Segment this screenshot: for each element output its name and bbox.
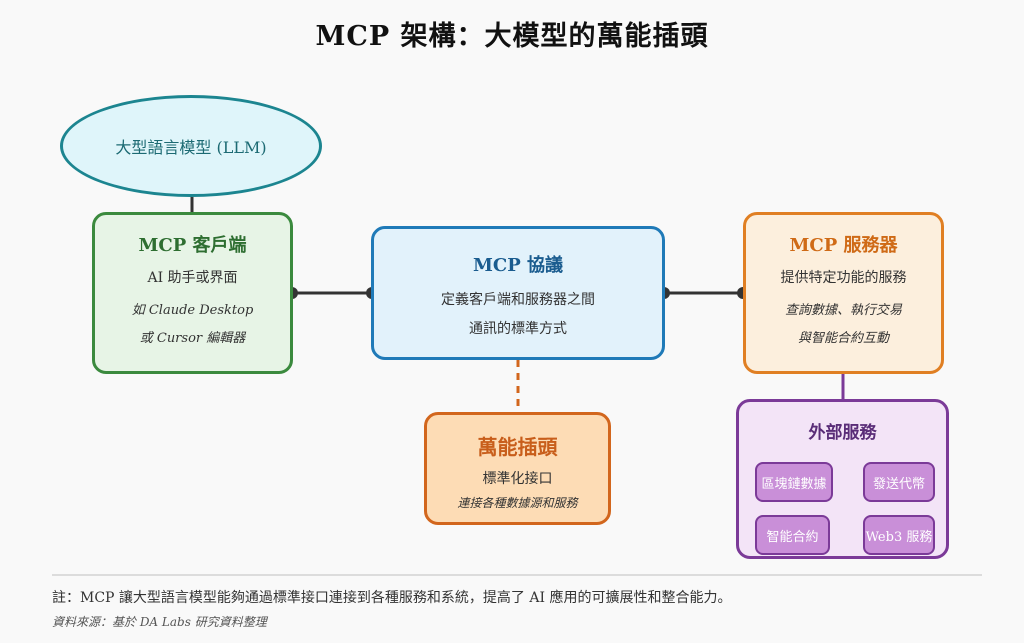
client-example-line2: 或 Cursor 編輯器 [139, 331, 246, 346]
client-heading: MCP 客戶端 [138, 235, 247, 256]
server-example-line2: 與智能合約互動 [797, 331, 889, 346]
footer-note: 註：MCP 讓大型語言模型能夠通過標準接口連接到各種服務和系統，提高了 AI 應… [52, 590, 732, 606]
llm-node: 大型語言模型 (LLM) [60, 95, 322, 197]
external-heading: 外部服務 [808, 423, 877, 443]
external-service-chip: 智能合約 [755, 515, 830, 555]
footer-source: 資料來源：基於 DA Labs 研究資料整理 [52, 615, 267, 629]
universal-plug-box: 萬能插頭 標準化接口 連接各種數據源和服務 [424, 412, 611, 525]
diagram-title: MCP 架構：大模型的萬能插頭 [315, 21, 709, 52]
llm-label: 大型語言模型 (LLM) [115, 138, 267, 157]
protocol-heading: MCP 協議 [472, 255, 564, 276]
external-service-chip: 區塊鏈數據 [755, 462, 833, 502]
external-service-chip: 發送代幣 [863, 462, 935, 502]
external-services-box: 外部服務 區塊鏈數據 發送代幣 智能合約 Web3 服務 [736, 399, 949, 559]
plug-subtitle: 標準化接口 [482, 471, 553, 487]
protocol-line1: 定義客戶端和服務器之間 [441, 292, 595, 308]
server-heading: MCP 服務器 [789, 235, 898, 256]
plug-detail: 連接各種數據源和服務 [457, 496, 578, 510]
client-subtitle: AI 助手或界面 [147, 270, 238, 286]
mcp-server-box: MCP 服務器 提供特定功能的服務 查詢數據、執行交易 與智能合約互動 [743, 212, 944, 374]
plug-heading: 萬能插頭 [477, 435, 558, 459]
footer-divider [52, 574, 982, 576]
client-example-line1: 如 Claude Desktop [131, 303, 254, 318]
server-example-line1: 查詢數據、執行交易 [784, 303, 902, 318]
external-service-chip: Web3 服務 [863, 515, 935, 555]
mcp-client-box: MCP 客戶端 AI 助手或界面 如 Claude Desktop 或 Curs… [92, 212, 293, 374]
server-subtitle: 提供特定功能的服務 [780, 270, 907, 286]
protocol-line2: 通訊的標準方式 [469, 321, 567, 337]
mcp-protocol-box: MCP 協議 定義客戶端和服務器之間 通訊的標準方式 [371, 226, 665, 360]
